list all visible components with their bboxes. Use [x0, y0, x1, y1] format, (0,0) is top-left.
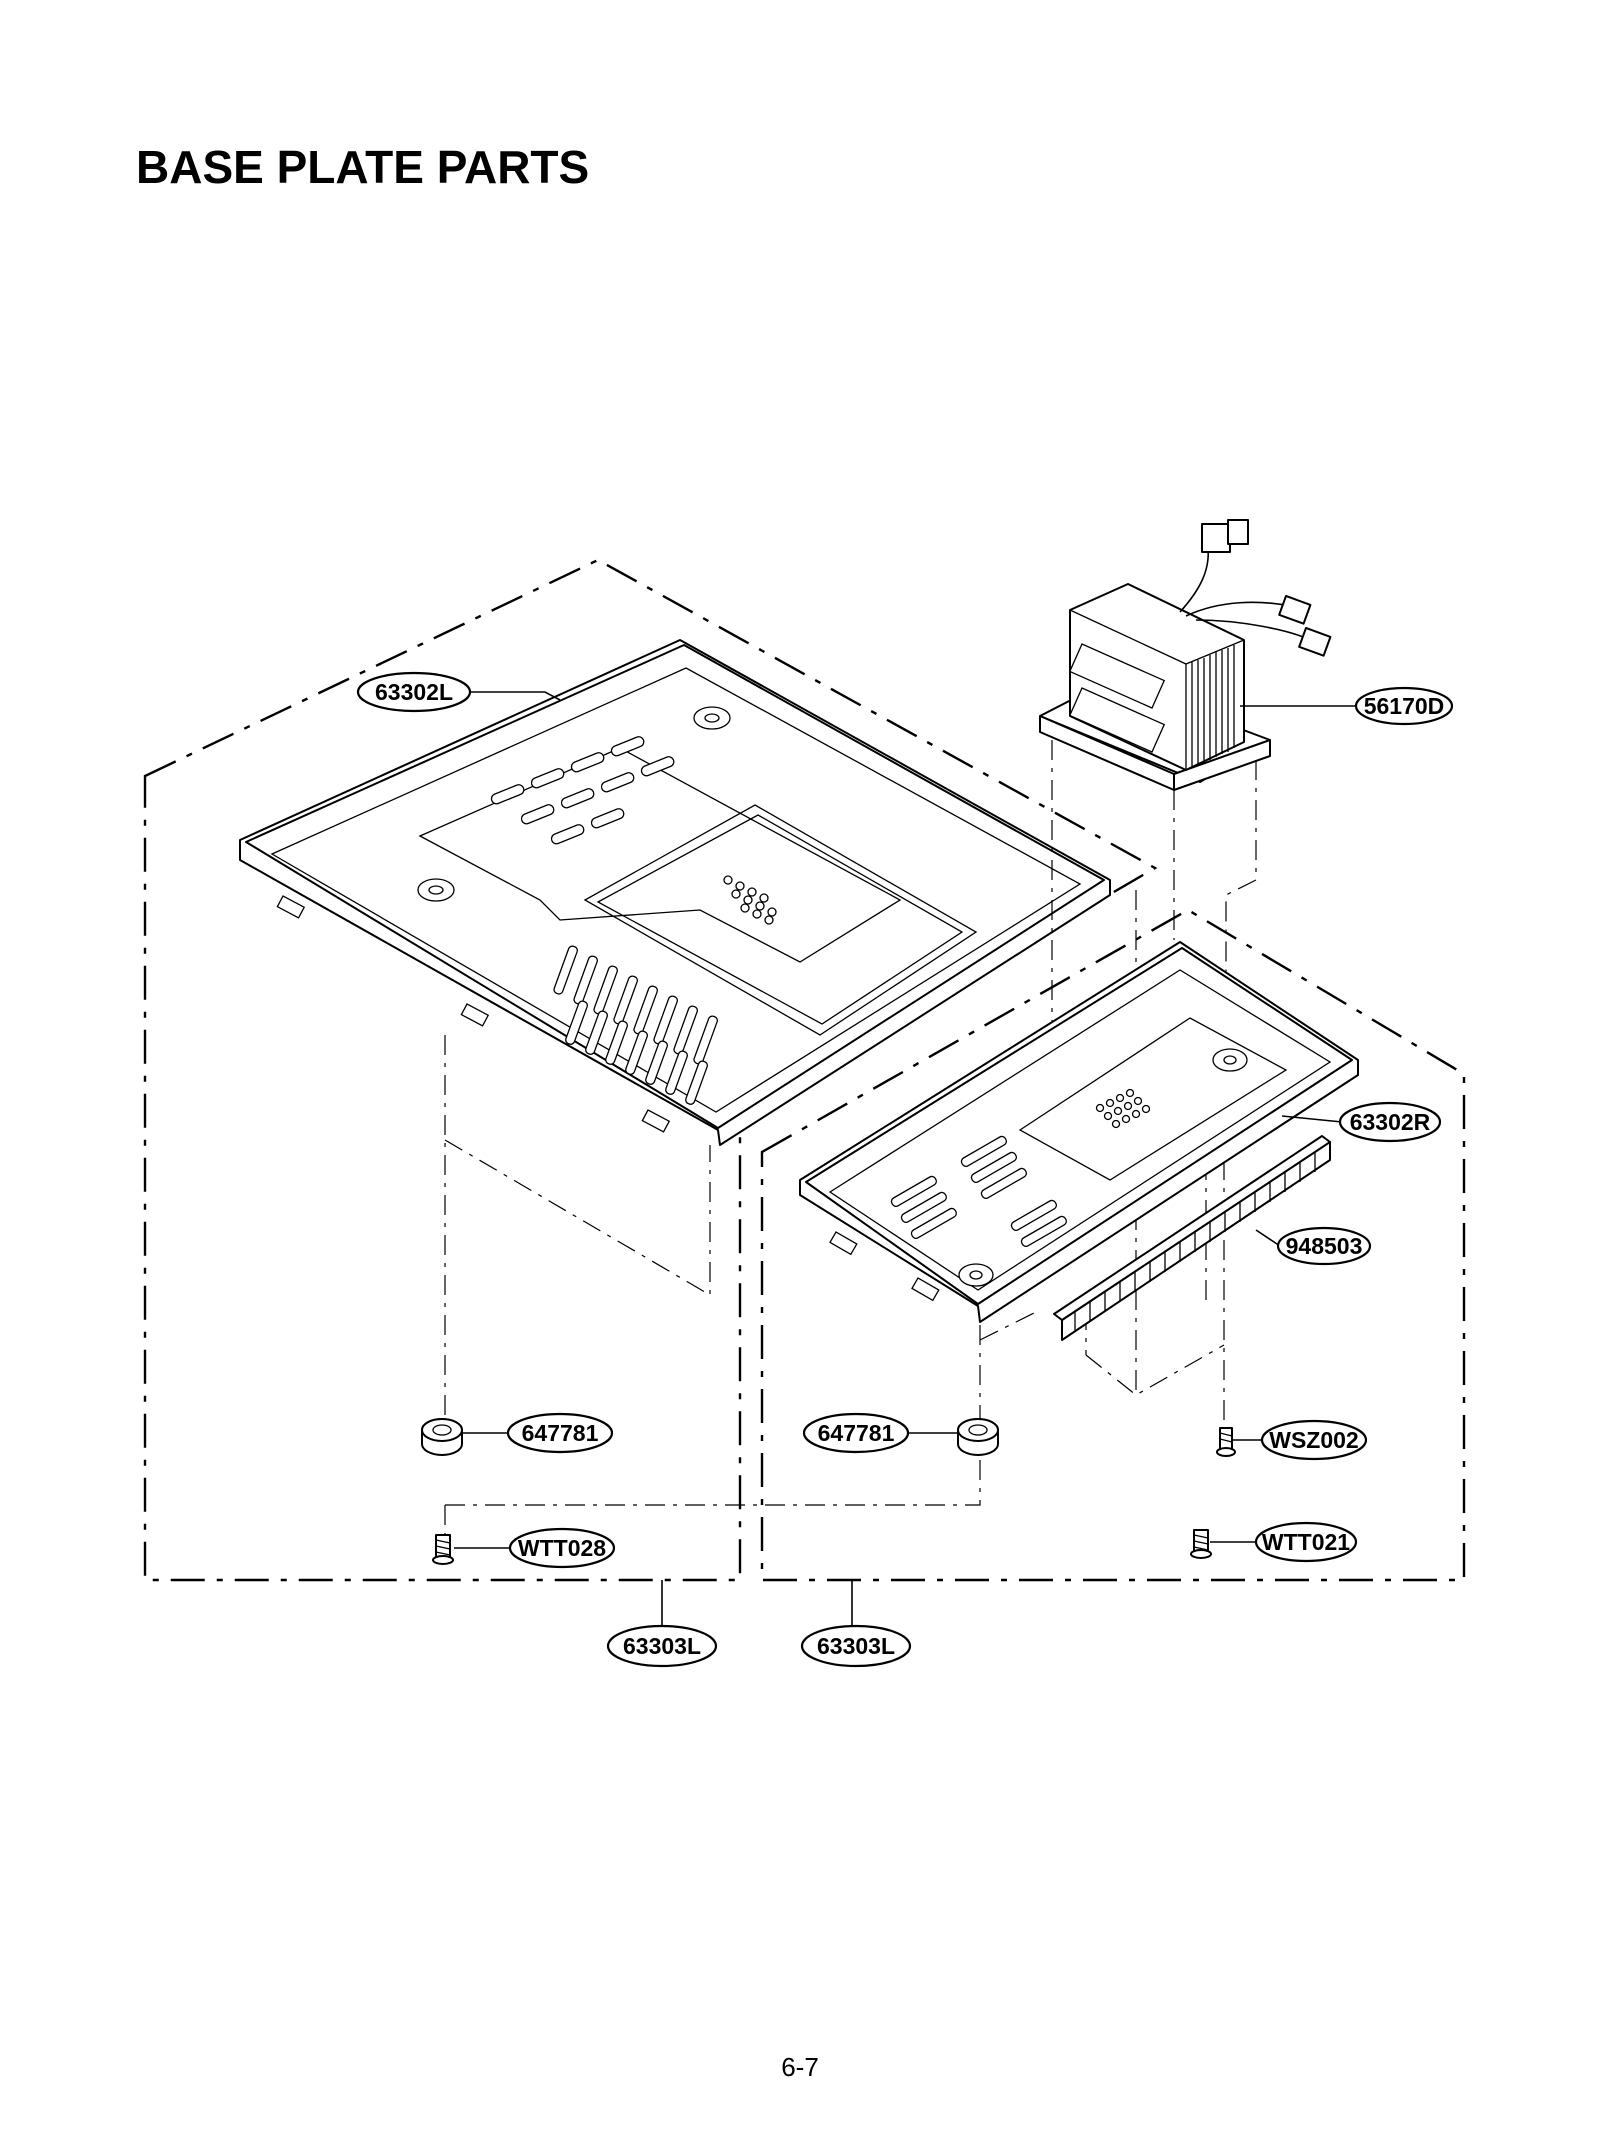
- callout-63303l-left: 63303L: [606, 1624, 718, 1668]
- side-vents-left: [553, 945, 718, 1105]
- callout-label: WTT021: [1262, 1529, 1350, 1555]
- callout-647781-left: 647781: [506, 1412, 614, 1454]
- callout-label: 63302L: [375, 679, 453, 705]
- leader-lines: [454, 691, 1362, 1625]
- callout-label: 948503: [1286, 1233, 1363, 1259]
- projection-lines-left: [444, 1035, 981, 1535]
- assembly-boundary-right: [760, 908, 1466, 1582]
- callout-63302r: 63302R: [1338, 1101, 1442, 1143]
- side-vents-right: [890, 1135, 1067, 1247]
- callout-label: WSZ002: [1269, 1427, 1358, 1453]
- callout-label: 647781: [522, 1420, 599, 1446]
- vent-holes-left: [723, 875, 777, 925]
- page-title: BASE PLATE PARTS: [136, 141, 590, 193]
- callout-647781-right: 647781: [802, 1412, 910, 1454]
- transformer: [1039, 519, 1332, 791]
- base-plate-right: [799, 941, 1359, 1323]
- callout-63302l: 63302L: [356, 671, 472, 713]
- callout-label: 56170D: [1364, 693, 1445, 719]
- callout-wsz002: WSZ002: [1260, 1419, 1368, 1461]
- callout-56170d: 56170D: [1354, 686, 1454, 726]
- callout-label: WTT028: [518, 1535, 606, 1561]
- screw-wtt028: [432, 1534, 454, 1565]
- foam-strip: [1053, 1135, 1331, 1341]
- callout-label: 63303L: [817, 1633, 895, 1659]
- callout-wtt028: WTT028: [508, 1527, 616, 1569]
- foot-left: [421, 1418, 463, 1456]
- callout-948503: 948503: [1276, 1226, 1372, 1266]
- slots-top-left: [490, 736, 675, 845]
- foot-right: [957, 1418, 999, 1456]
- callout-label: 63302R: [1350, 1109, 1431, 1135]
- screw-wtt021: [1190, 1529, 1212, 1559]
- page-number: 6-7: [781, 2052, 819, 2082]
- screw-wsz002: [1216, 1427, 1236, 1457]
- callout-label: 63303L: [623, 1633, 701, 1659]
- projection-lines-right: [979, 1309, 1041, 1430]
- vent-holes-right: [1095, 1088, 1151, 1129]
- callout-label: 647781: [818, 1420, 895, 1446]
- callout-63303l-right: 63303L: [800, 1624, 912, 1668]
- callout-wtt021: WTT021: [1254, 1521, 1358, 1563]
- base-plate-left: [239, 639, 1111, 1146]
